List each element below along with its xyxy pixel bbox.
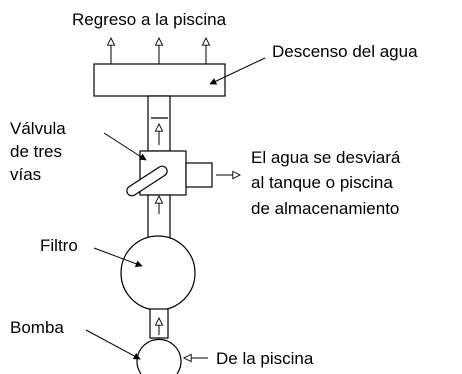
pump xyxy=(136,338,182,374)
divert-label-line2: al tanque o piscina xyxy=(251,173,393,192)
filter-label: Filtro xyxy=(40,236,78,255)
pump-label: Bomba xyxy=(10,318,64,337)
return-arrows xyxy=(111,38,206,64)
filter-tank xyxy=(120,235,196,311)
leader-descent xyxy=(209,57,266,85)
divert-label-line3: de almacenamiento xyxy=(251,199,399,218)
from-pool-label: De la piscina xyxy=(216,349,314,368)
return-label: Regreso a la piscina xyxy=(72,10,227,29)
descent-tank xyxy=(93,63,226,97)
three-way-valve xyxy=(139,150,213,196)
descent-label: Descenso del agua xyxy=(272,42,418,61)
leader-valve xyxy=(103,132,147,161)
valve-handle xyxy=(126,165,168,197)
leader-filter xyxy=(93,247,143,268)
divert-label-line1: El agua se desviará xyxy=(251,148,401,167)
valve-label-line1: Válvula xyxy=(10,119,66,138)
valve-label-line2: de tres xyxy=(10,142,62,161)
leader-pump xyxy=(85,329,141,360)
valve-label-line3: vías xyxy=(10,165,41,184)
